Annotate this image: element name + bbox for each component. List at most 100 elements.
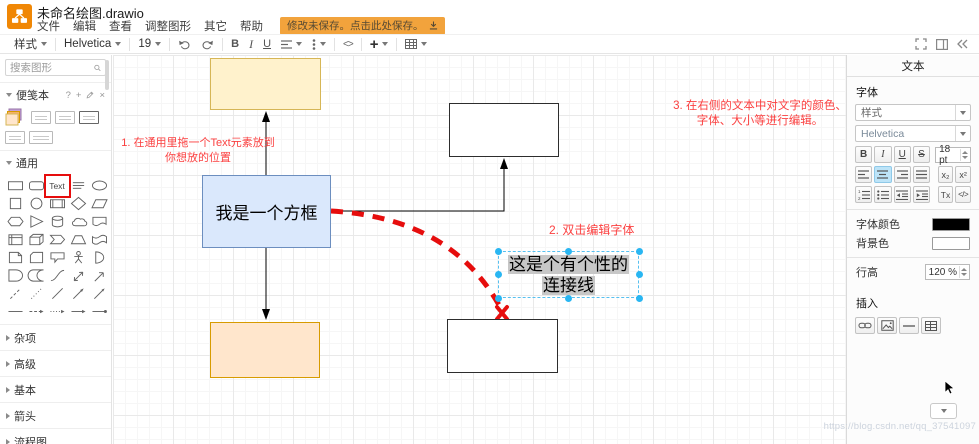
shape-curve[interactable]: [47, 267, 67, 284]
annotation-step1[interactable]: 1. 在通用里拖一个Text元素放到 你想放的位置: [121, 137, 275, 164]
insert-horizontal-rule-button[interactable]: [899, 317, 919, 334]
redo-button[interactable]: [196, 35, 219, 53]
html-code-button[interactable]: <>: [343, 38, 354, 50]
scratchpad-edit-pencil-icon[interactable]: [86, 91, 94, 99]
collapse-double-chevron-icon[interactable]: [957, 39, 968, 49]
font-size-spinner[interactable]: 18 pt: [935, 144, 972, 166]
shape-trapezoid[interactable]: [68, 231, 88, 248]
shape-dotted-arrow[interactable]: [47, 303, 67, 320]
italic-button[interactable]: I: [249, 36, 254, 51]
indent-button[interactable]: [912, 186, 931, 203]
scratchpad-help-icon[interactable]: ?: [65, 89, 71, 101]
shape-or[interactable]: [89, 249, 109, 266]
shape-rectangle[interactable]: [5, 177, 25, 194]
panel-bold-button[interactable]: B: [855, 146, 873, 163]
undo-button[interactable]: [173, 35, 196, 53]
selection-handle[interactable]: [494, 271, 502, 278]
font-size-dropdown[interactable]: 19: [133, 35, 166, 53]
shape-cloud[interactable]: [68, 213, 88, 230]
bullet-list-button[interactable]: [874, 186, 892, 203]
shape-search-box[interactable]: [5, 59, 106, 76]
shape-data-storage[interactable]: [26, 267, 46, 284]
general-section-header[interactable]: 通用: [0, 150, 111, 174]
line-height-spinner[interactable]: 120 %: [924, 264, 970, 280]
align-justify-button[interactable]: [912, 166, 931, 183]
insert-table-button[interactable]: [921, 317, 941, 334]
clear-formatting-button[interactable]: Tx: [937, 186, 954, 203]
shape-hexagon[interactable]: [5, 213, 25, 230]
align-right-button[interactable]: [893, 166, 911, 183]
shape-document[interactable]: [89, 213, 109, 230]
shape-line[interactable]: [47, 285, 67, 302]
insert-dropdown[interactable]: +: [365, 35, 394, 53]
scratchpad-item[interactable]: [5, 131, 25, 144]
scratchpad-close-icon[interactable]: ×: [99, 89, 105, 101]
style-dropdown[interactable]: 样式: [9, 35, 52, 53]
shape-thin-diagonal-arrow[interactable]: [89, 285, 109, 302]
canvas-node-orange[interactable]: [210, 322, 320, 378]
scratchpad-item[interactable]: [29, 131, 53, 144]
elbow-arrow-blue-to-white[interactable]: [331, 158, 508, 212]
shape-internal-storage[interactable]: [5, 231, 25, 248]
shape-bidirectional-arrow[interactable]: [68, 267, 88, 284]
diagram-canvas[interactable]: 我是一个方框 1. 在通用里拖一个Text元素放到 你想放的位置 2. 双击编辑…: [113, 55, 847, 444]
spinner-arrows[interactable]: [959, 266, 968, 278]
scratchpad-item[interactable]: [55, 111, 75, 124]
shape-diagonal-arrow[interactable]: [68, 285, 88, 302]
shape-note[interactable]: [5, 249, 25, 266]
menu-item-5[interactable]: 帮助: [240, 20, 263, 33]
edit-html-button[interactable]: </>: [955, 186, 971, 203]
alignment-dropdown[interactable]: [276, 35, 307, 53]
insert-image-button[interactable]: [877, 317, 897, 334]
arrow-blue-to-orange[interactable]: [262, 248, 270, 320]
shape-link-arrow[interactable]: [89, 303, 109, 320]
red-dashed-connector[interactable]: [330, 208, 509, 321]
panel-underline-button[interactable]: U: [893, 146, 911, 163]
shape-callout[interactable]: [47, 249, 67, 266]
sidebar-section-2[interactable]: 基本: [0, 376, 111, 402]
scratchpad-item[interactable]: [79, 111, 99, 124]
menu-item-4[interactable]: 其它: [204, 20, 227, 33]
shape-card[interactable]: [26, 249, 46, 266]
selected-text-element[interactable]: 这是个有个性的 连接线: [508, 255, 629, 295]
underline-button[interactable]: U: [263, 38, 272, 50]
text-style-dropdown[interactable]: 样式: [855, 104, 971, 121]
format-dropdown[interactable]: [307, 35, 331, 53]
shape-parallelogram[interactable]: [89, 195, 109, 212]
panel-font-family-dropdown[interactable]: Helvetica: [855, 125, 971, 142]
menu-item-2[interactable]: 查看: [109, 20, 132, 33]
sidebar-scrollbar[interactable]: [105, 60, 109, 90]
align-left-button[interactable]: [855, 166, 873, 183]
shape-horizontal-line[interactable]: [5, 303, 25, 320]
selection-handle[interactable]: [565, 294, 572, 302]
annotation-step3[interactable]: 3. 在右侧的文本中对文字的颜色、 字体、大小等进行编辑。: [673, 100, 847, 127]
annotation-step2[interactable]: 2. 双击编辑字体: [549, 223, 635, 237]
selection-handle[interactable]: [494, 294, 502, 302]
shape-tape[interactable]: [89, 231, 109, 248]
sidebar-section-1[interactable]: 高级: [0, 350, 111, 376]
shape-diamond[interactable]: [68, 195, 88, 212]
scratchpad-add-icon[interactable]: +: [75, 89, 82, 101]
background-color-swatch[interactable]: [932, 236, 970, 250]
panel-scroll-down-button[interactable]: [930, 403, 957, 419]
shape-cube[interactable]: [26, 231, 46, 248]
shape-text[interactable]: Text: [44, 174, 71, 198]
scratchpad-stack-icon[interactable]: [5, 108, 27, 127]
align-center-button[interactable]: [874, 166, 892, 183]
shape-step[interactable]: [47, 231, 67, 248]
sidebar-section-4[interactable]: 流程图: [0, 428, 111, 444]
sidebar-section-3[interactable]: 箭头: [0, 402, 111, 428]
unsaved-changes-badge[interactable]: 修改未保存。点击此处保存。: [280, 16, 445, 35]
table-dropdown[interactable]: [400, 35, 432, 53]
shape-process[interactable]: [47, 195, 67, 212]
insert-link-button[interactable]: [855, 317, 875, 334]
selection-handle[interactable]: [565, 247, 572, 255]
bold-button[interactable]: B: [231, 38, 240, 50]
canvas-node-white-top[interactable]: [449, 103, 559, 157]
menu-item-3[interactable]: 调整图形: [145, 20, 191, 33]
shape-textbox[interactable]: [68, 177, 88, 194]
shape-dashed-line[interactable]: [5, 285, 25, 302]
shape-rounded-rectangle[interactable]: [26, 177, 46, 194]
shape-arrow[interactable]: [89, 267, 109, 284]
